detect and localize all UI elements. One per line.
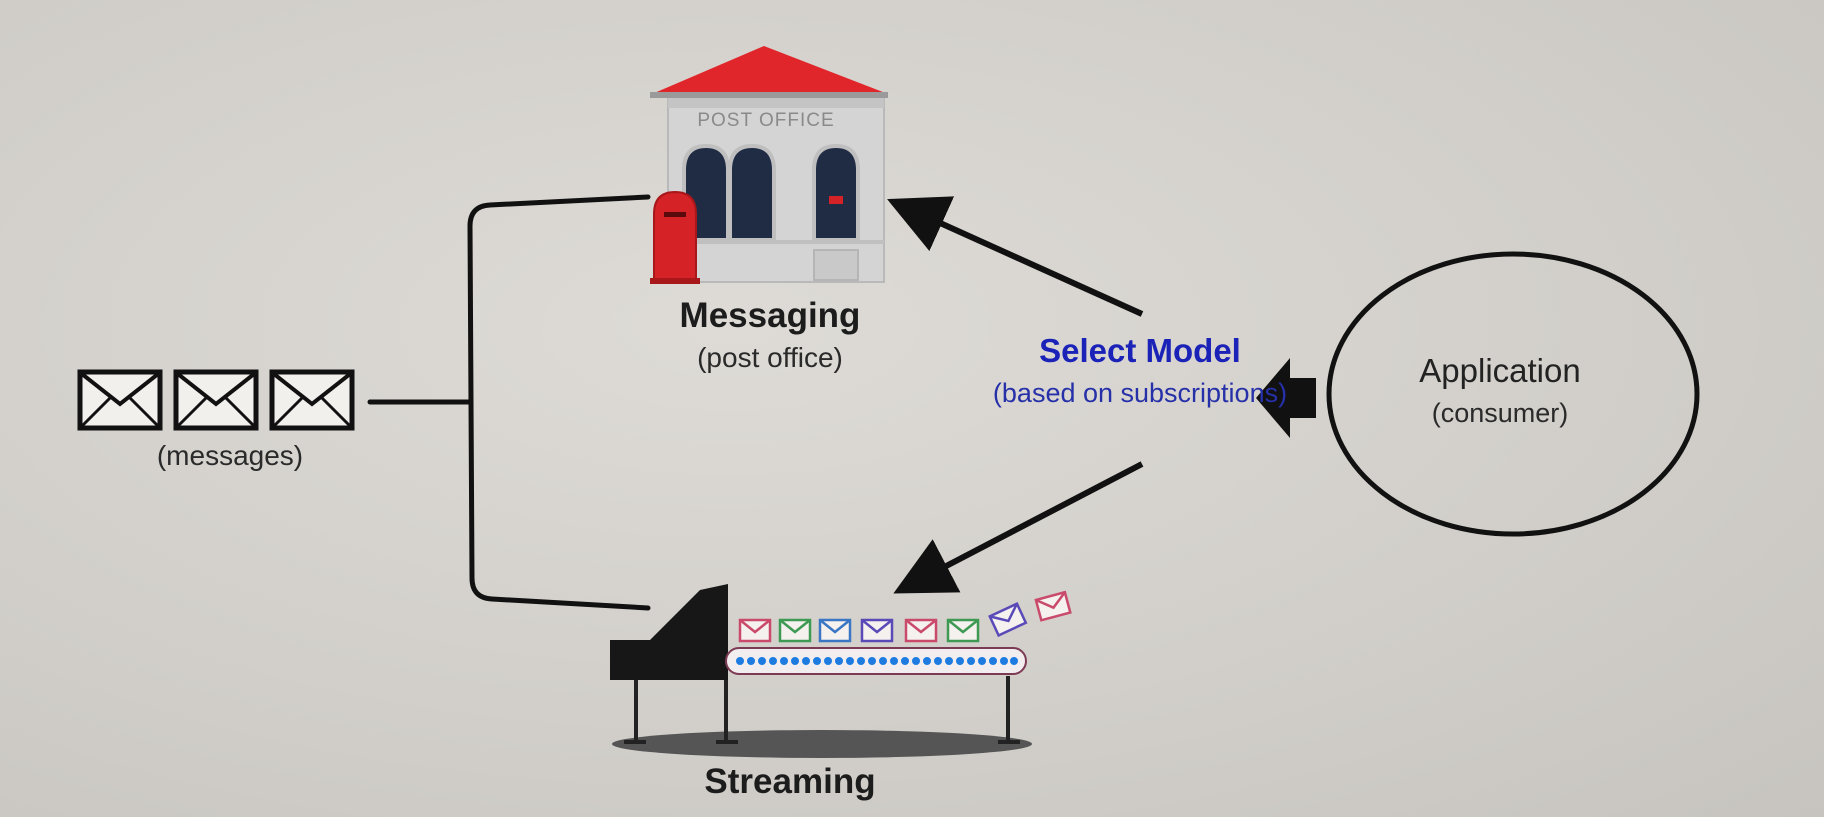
messages-connector: [367, 194, 651, 611]
envelope-icon: [176, 372, 256, 428]
envelope-icon: [988, 602, 1028, 638]
post-office-icon: POST OFFICE: [650, 46, 888, 283]
application-subtitle: (consumer): [1431, 398, 1569, 428]
thick-left-arrow-icon: [1256, 358, 1316, 438]
messages-label: (messages): [156, 440, 304, 471]
envelope-icon: [904, 618, 938, 643]
messaging-title: Messaging: [679, 296, 861, 335]
select-model-subtitle: (based on subscriptions): [992, 378, 1288, 408]
envelope-icon: [272, 372, 352, 428]
envelope-icon: [1034, 590, 1072, 622]
application-ellipse: [1326, 251, 1700, 537]
messaging-subtitle: (post office): [697, 342, 843, 373]
envelope-icon: [778, 618, 812, 643]
application-title: Application: [1419, 352, 1581, 389]
envelope-icon: [818, 618, 852, 643]
post-office-sign: POST OFFICE: [697, 110, 834, 131]
envelope-icon: [738, 618, 772, 643]
select-model-title: Select Model: [1039, 332, 1241, 369]
arrow-to-streaming: [893, 461, 1144, 594]
envelope-icon: [80, 372, 160, 428]
envelope-icon: [860, 618, 894, 643]
streaming-conveyor-icon: [610, 584, 1032, 758]
arrow-to-messaging: [887, 196, 1144, 317]
mailbox-icon: [650, 190, 700, 284]
streaming-title: Streaming: [704, 762, 876, 801]
envelope-icon: [946, 618, 980, 643]
conveyor-envelopes: [738, 590, 1072, 643]
messages-envelope-group: [80, 372, 352, 428]
